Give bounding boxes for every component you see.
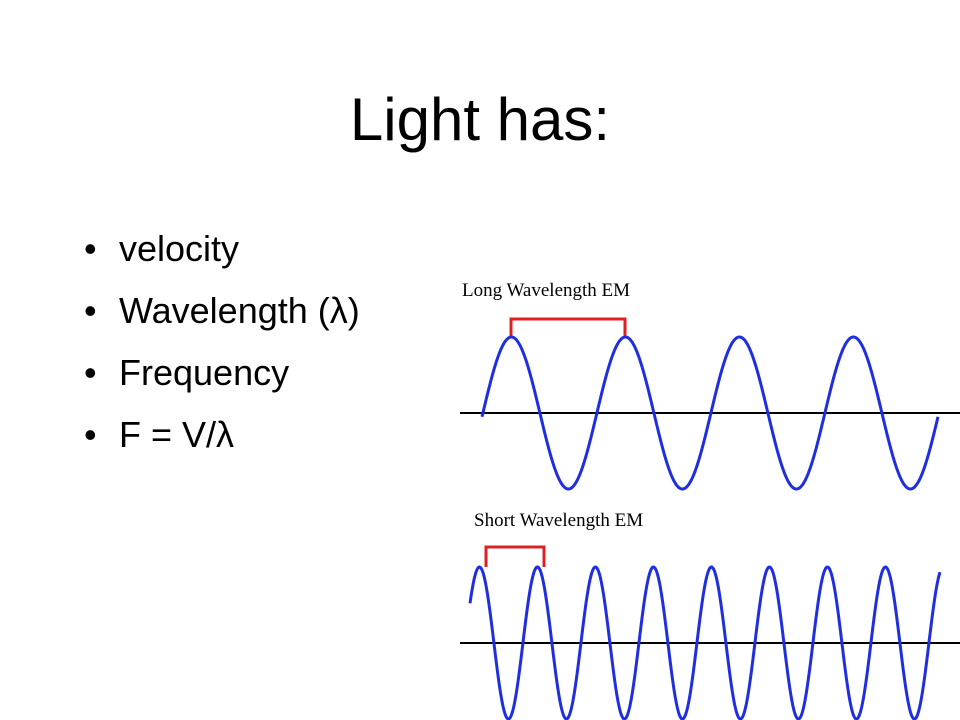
bullet-text: F = V/λ [119,414,235,455]
short-wave-label: Short Wavelength EM [474,510,643,531]
bullet-item: • Frequency [78,342,360,404]
bullet-list: • velocity • Wavelength (λ) • Frequency … [78,218,360,466]
slide-title: Light has: [349,86,611,153]
bullet-text: Wavelength (λ) [119,290,360,331]
long-wave-curve [480,335,940,491]
bullet-dot-icon: • [84,414,97,455]
bullet-dot-icon: • [84,352,97,393]
bullet-text: velocity [119,228,240,269]
bullet-text: Frequency [119,352,290,393]
bullet-item: • velocity [78,218,360,280]
bullet-dot-icon: • [84,228,97,269]
long-wave-bracket [509,317,627,337]
bullet-item: • Wavelength (λ) [78,280,360,342]
bullet-dot-icon: • [84,290,97,331]
short-wave-curve [468,565,942,720]
long-wave-label: Long Wavelength EM [462,280,630,301]
wavelength-diagram: Long Wavelength EM Short Wavelength EM [460,280,960,720]
short-wave-bracket [484,545,546,567]
bullet-item: • F = V/λ [78,404,360,466]
